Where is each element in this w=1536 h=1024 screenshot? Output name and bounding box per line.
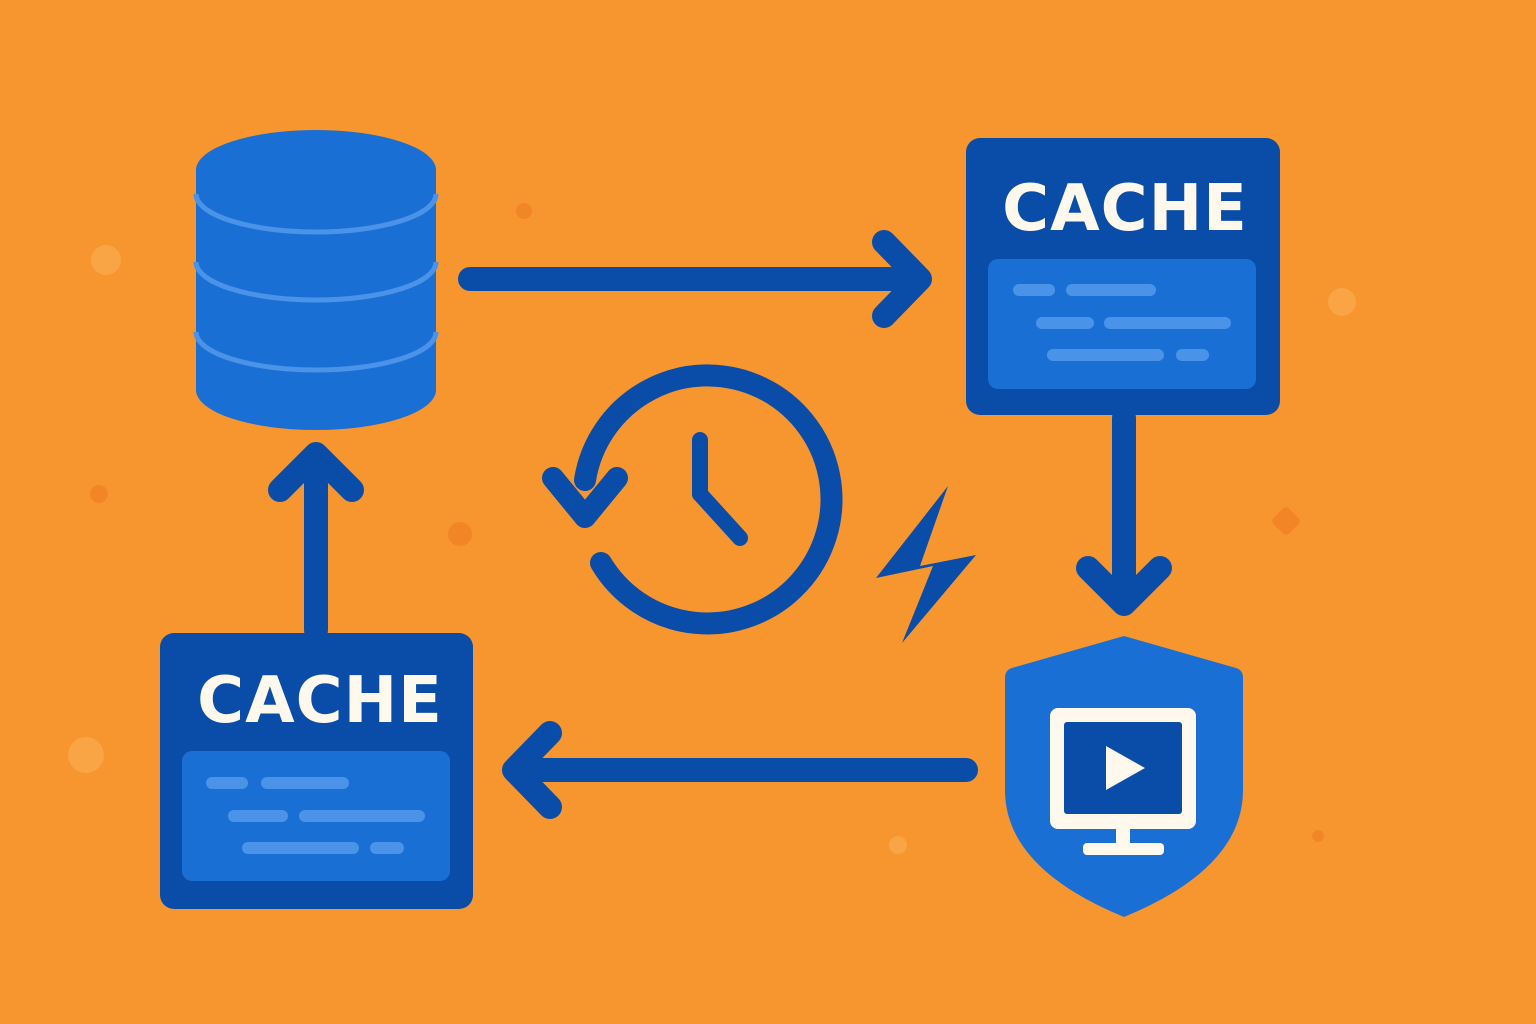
decor-dot [448,522,472,546]
cache-content-lines [206,777,425,854]
decor-dot [91,245,121,275]
cache-card-bottom-left: CACHE [160,633,473,909]
arrow-cache-to-database [268,442,364,642]
lightning-icon [876,486,976,643]
decor-dot [889,836,907,854]
decor-dot [90,485,108,503]
play-icon [1106,746,1145,790]
monitor-stand [1116,829,1130,843]
arrow-database-to-cache [458,230,932,328]
arrow-shield-to-cache [502,721,978,819]
cache-content-lines [1013,284,1231,361]
cache-title: CACHE [1002,172,1248,246]
arrow-cache-to-shield [1076,406,1172,616]
decor-dot [1312,830,1324,842]
decor-dot [516,203,532,219]
monitor-base [1083,843,1164,855]
cache-card-top-right: CACHE [966,138,1280,415]
database-icon [193,130,439,430]
shield-monitor-icon [1005,636,1243,917]
decor-dot [1272,507,1300,535]
decor-dot [68,737,104,773]
background-dots [68,203,1356,854]
decor-dot [1328,288,1356,316]
clock-refresh-icon [542,364,843,635]
cache-title: CACHE [197,664,443,738]
